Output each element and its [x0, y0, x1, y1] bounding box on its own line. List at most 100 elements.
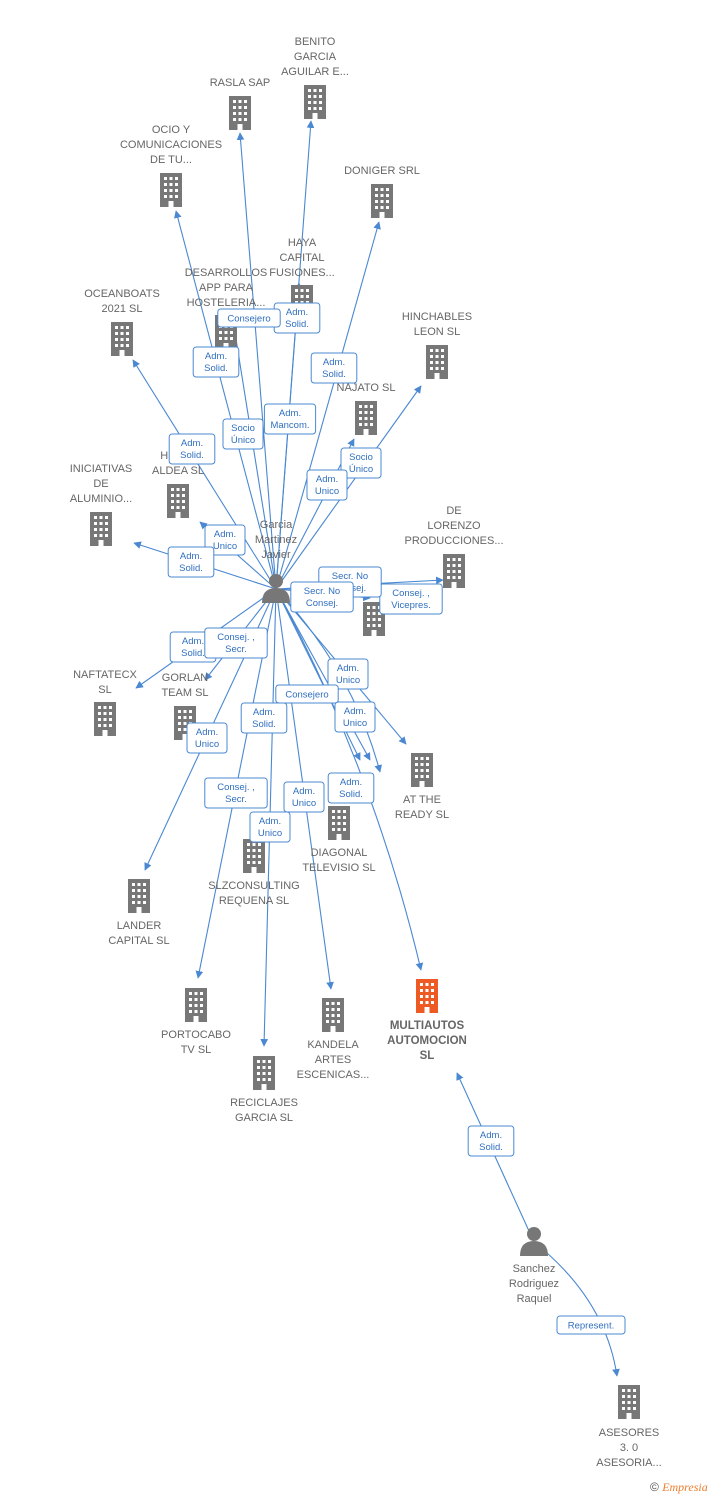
- relation-label-text: Unico: [343, 718, 367, 729]
- relation-label-gmj-lander[interactable]: Adm.Unico: [186, 722, 228, 754]
- node-label-line: HINCHABLES: [402, 311, 472, 323]
- company-node-najato[interactable]: NAJATO SL: [337, 382, 396, 435]
- company-node-doniger[interactable]: DONIGER SRL: [344, 165, 420, 218]
- company-node-haya[interactable]: HAYACAPITALFUSIONES...: [269, 237, 335, 319]
- node-label-line: MULTIAUTOS: [390, 1020, 465, 1032]
- relation-label-text: Adm.: [214, 529, 236, 540]
- relation-label-gmj-ocio[interactable]: Adm.Solid.: [192, 346, 240, 378]
- relation-label-gmj-slzconsulting[interactable]: Adm.Solid.: [327, 772, 375, 804]
- node-label-line: DONIGER SRL: [344, 165, 420, 177]
- node-label-line: ALUMINIO...: [70, 493, 132, 505]
- node-label-line: 3. 0: [620, 1442, 638, 1454]
- building-icon: [128, 879, 150, 913]
- relation-label-text: Secr. No: [304, 586, 340, 597]
- relation-label-text: Adm.: [323, 357, 345, 368]
- node-label-line: RASLA SAP: [210, 77, 271, 89]
- building-icon: [253, 1056, 275, 1090]
- node-label-line: KANDELA: [307, 1039, 359, 1051]
- node-label-line: PORTOCABO: [161, 1029, 231, 1041]
- company-node-asesores[interactable]: ASESORES 3. 0 ASESORIA...: [596, 1385, 662, 1469]
- relation-label-gmj-gorlan[interactable]: Consej. ,Secr.: [204, 627, 268, 659]
- building-icon: [304, 85, 326, 119]
- building-icon: [185, 988, 207, 1022]
- company-node-rasla[interactable]: RASLA SAP: [210, 77, 271, 130]
- relation-label-gmj-doniger[interactable]: Adm.Solid.: [310, 352, 358, 384]
- relation-label-text: Consejero: [227, 314, 270, 325]
- node-label-line: Garcia: [260, 519, 293, 531]
- relation-label-gmj-oceanboats[interactable]: Adm.Solid.: [168, 433, 216, 465]
- relation-label-text: Mancom.: [270, 420, 309, 431]
- node-label-line: BENITO: [295, 36, 336, 48]
- person-icon: [520, 1227, 548, 1256]
- company-node-delorenzo[interactable]: DELORENZOPRODUCCIONES...: [404, 505, 504, 588]
- relation-label-text: Unico: [336, 675, 360, 686]
- relation-label-gmj-reciclajes[interactable]: Adm.Unico: [249, 811, 291, 843]
- relation-label-text: Vicepres.: [391, 600, 430, 611]
- relation-label-gmj-attheready[interactable]: Adm.Unico: [327, 658, 369, 690]
- relation-edge-gmj-hinchables: [275, 385, 422, 590]
- building-icon: [111, 322, 133, 356]
- company-node-iniciativas[interactable]: INICIATIVASDEALUMINIO...: [70, 463, 133, 546]
- node-label-line: 2021 SL: [102, 303, 143, 315]
- relation-label-gmj-hidro[interactable]: Adm.Unico: [204, 524, 246, 556]
- relation-label-gmj-kandela[interactable]: Adm.Unico: [283, 781, 325, 813]
- node-label-line: DESARROLLOS: [185, 267, 268, 279]
- node-label-line: AGUILAR E...: [281, 66, 349, 78]
- relation-label-gmj-benito[interactable]: Adm.Solid.: [273, 302, 321, 334]
- relation-label-gmj-haya[interactable]: Adm.Mancom.: [263, 403, 317, 435]
- company-node-hinchables[interactable]: HINCHABLES LEON SL: [402, 311, 472, 379]
- building-icon: [328, 806, 350, 840]
- relation-label-text: Adm.: [340, 777, 362, 788]
- relation-label-text: Adm.: [196, 727, 218, 738]
- relation-edge-gmj-doniger: [275, 221, 381, 590]
- relation-label-gmj-desarrollos[interactable]: Consejero: [217, 308, 281, 328]
- node-label-line: DE: [446, 505, 461, 517]
- footer-brand[interactable]: © Empresia: [650, 1480, 708, 1495]
- relation-label-text: Secr. No: [332, 571, 368, 582]
- building-icon: [90, 512, 112, 546]
- relation-label-srr-asesores[interactable]: Represent.: [556, 1315, 626, 1335]
- building-icon: [160, 173, 182, 207]
- relation-label-gmj-delorenzo[interactable]: Consej. ,Vicepres.: [379, 583, 443, 615]
- node-label-line: ESCENICAS...: [297, 1069, 370, 1081]
- relation-label-gmj-najato[interactable]: Adm.Unico: [306, 469, 348, 501]
- relation-label-gmj-diagonal[interactable]: Consejero: [275, 684, 339, 704]
- relation-edge-srr-asesores: [533, 1241, 620, 1377]
- relation-label-text: Solid.: [285, 319, 309, 330]
- node-label-line: LEON SL: [414, 326, 460, 338]
- node-label-line: ALDEA SL: [152, 465, 204, 477]
- relation-edge-gmj-ocio: [174, 210, 277, 590]
- relation-label-gmj-iniciativas[interactable]: Adm.Solid.: [167, 546, 215, 578]
- relation-label-text: Solid.: [479, 1142, 503, 1153]
- node-label-line: ASESORES: [599, 1427, 660, 1439]
- company-node-kandela[interactable]: KANDELA ARTES ESCENICAS...: [297, 998, 370, 1081]
- relation-label-gmj-multiautos[interactable]: Adm.Solid.: [240, 702, 288, 734]
- node-label-line: ASESORIA...: [596, 1457, 661, 1469]
- relation-label-gmj-diagonal[interactable]: Adm.Unico: [334, 701, 376, 733]
- building-icon: [371, 184, 393, 218]
- node-label-line: ARTES: [315, 1054, 351, 1066]
- relation-label-text: Unico: [315, 486, 339, 497]
- relation-label-gmj-portocabo[interactable]: Consej. ,Secr.: [204, 777, 268, 809]
- relation-label-srr-multiautos[interactable]: Adm.Solid.: [467, 1125, 515, 1157]
- relation-edge-srr-multiautos: [456, 1072, 535, 1243]
- nodes-layer: GarciaMartinezJavierSanchezRodriguezRaqu…: [70, 36, 662, 1469]
